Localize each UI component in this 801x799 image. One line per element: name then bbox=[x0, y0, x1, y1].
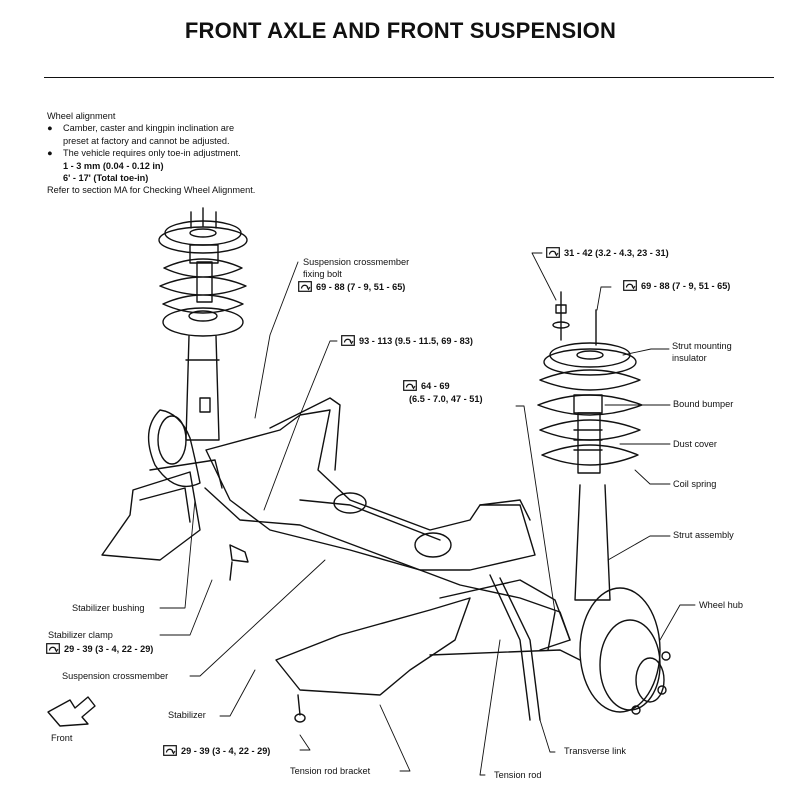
label-tension-rod: Tension rod bbox=[494, 770, 542, 780]
label-coil-spring: Coil spring bbox=[673, 479, 717, 489]
torque-spec-93-113: 93 - 113 (9.5 - 11.5, 69 - 83) bbox=[341, 335, 473, 347]
torque-spec-69-88-right: 69 - 88 (7 - 9, 51 - 65) bbox=[623, 280, 730, 292]
toe-in-deg: 6' - 17' (Total toe-in) bbox=[63, 173, 149, 184]
leader-lines bbox=[159, 252, 696, 776]
notes-bullet-1-text: Camber, caster and kingpin inclination a… bbox=[63, 123, 235, 134]
label-strut-assembly: Strut assembly bbox=[673, 530, 734, 540]
torque-spec-64-69-b: (6.5 - 7.0, 47 - 51) bbox=[409, 394, 483, 404]
torque-value: 93 - 113 (9.5 - 11.5, 69 - 83) bbox=[359, 336, 473, 346]
left-strut-assembly bbox=[158, 207, 248, 441]
bullet-icon: ● bbox=[47, 123, 53, 134]
notes-bullet-1-cont: preset at factory and cannot be adjusted… bbox=[63, 135, 230, 146]
torque-wrench-icon bbox=[163, 745, 177, 756]
torque-value: 64 - 69 bbox=[421, 381, 450, 391]
left-bracket bbox=[101, 471, 201, 561]
label-strut-mounting-b: insulator bbox=[672, 353, 707, 363]
torque-value: 69 - 88 (7 - 9, 51 - 65) bbox=[641, 281, 731, 291]
tension-rod bbox=[489, 574, 541, 721]
stabilizer-bar bbox=[204, 487, 571, 641]
torque-wrench-icon bbox=[546, 247, 560, 258]
torque-value: 69 - 88 (7 - 9, 51 - 65) bbox=[316, 282, 406, 292]
crossmember bbox=[205, 397, 536, 571]
torque-value: 29 - 39 (3 - 4, 22 - 29) bbox=[64, 644, 154, 654]
torque-wrench-icon bbox=[403, 380, 417, 391]
label-tension-rod-bracket: Tension rod bracket bbox=[290, 766, 371, 776]
label-susp-xmember-bolt-a: Suspension crossmember bbox=[303, 257, 410, 267]
torque-wrench-icon bbox=[341, 335, 355, 346]
transverse-link bbox=[275, 579, 581, 723]
torque-spec-bottom: 29 - 39 (3 - 4, 22 - 29) bbox=[163, 745, 270, 757]
label-stabilizer: Stabilizer bbox=[168, 710, 206, 720]
notes-bullet-2: ● The vehicle requires only toe-in adjust… bbox=[47, 147, 255, 159]
torque-value: 31 - 42 (3.2 - 4.3, 23 - 31) bbox=[564, 248, 669, 258]
bullet-icon: ● bbox=[47, 148, 53, 159]
label-suspension-crossmember: Suspension crossmember bbox=[62, 671, 169, 681]
right-wheel-hub bbox=[579, 587, 671, 715]
right-strut-assembly bbox=[537, 291, 643, 601]
label-transverse-link: Transverse link bbox=[564, 746, 626, 756]
wheel-alignment-notes: Wheel alignment ● Camber, caster and king… bbox=[47, 110, 255, 197]
label-dust-cover: Dust cover bbox=[673, 439, 717, 449]
label-stabilizer-bushing: Stabilizer bushing bbox=[72, 603, 145, 613]
notes-refer: Refer to section MA for Checking Wheel A… bbox=[47, 185, 256, 196]
torque-value: 29 - 39 (3 - 4, 22 - 29) bbox=[181, 746, 271, 756]
torque-wrench-icon bbox=[298, 281, 312, 292]
toe-in-mm: 1 - 3 mm (0.04 - 0.12 in) bbox=[63, 160, 164, 171]
title-divider bbox=[44, 77, 774, 78]
front-arrow-icon bbox=[47, 696, 96, 727]
torque-spec-31-42: 31 - 42 (3.2 - 4.3, 23 - 31) bbox=[546, 247, 669, 259]
notes-heading: Wheel alignment bbox=[47, 111, 116, 121]
label-susp-xmember-bolt-b: fixing bolt bbox=[303, 269, 342, 279]
page-title: FRONT AXLE AND FRONT SUSPENSION bbox=[184, 18, 617, 43]
torque-spec-clamp: 29 - 39 (3 - 4, 22 - 29) bbox=[46, 643, 153, 655]
label-bound-bumper: Bound bumper bbox=[673, 399, 734, 409]
notes-bullet-2-text: The vehicle requires only toe-in adjustm… bbox=[63, 148, 241, 159]
torque-spec-xmember-bolt: 69 - 88 (7 - 9, 51 - 65) bbox=[298, 281, 405, 293]
notes-bullet-1: ● Camber, caster and kingpin inclination … bbox=[47, 122, 255, 134]
label-stabilizer-clamp: Stabilizer clamp bbox=[48, 630, 113, 640]
label-front: Front bbox=[51, 733, 73, 743]
torque-spec-64-69: 64 - 69 bbox=[403, 380, 450, 392]
torque-wrench-icon bbox=[623, 280, 637, 291]
label-wheel-hub: Wheel hub bbox=[699, 600, 743, 610]
label-strut-mounting-a: Strut mounting bbox=[672, 341, 732, 351]
torque-wrench-icon bbox=[46, 643, 60, 654]
